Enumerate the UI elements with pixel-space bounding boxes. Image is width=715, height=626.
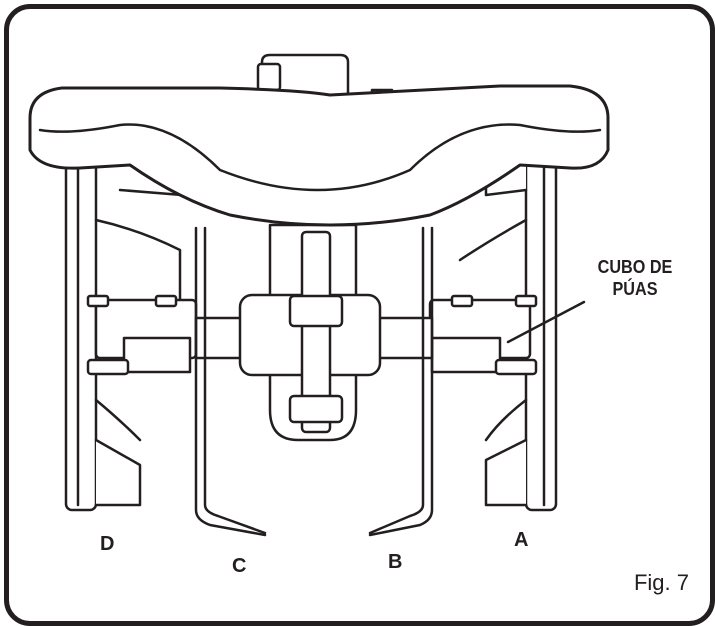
callout-line-1: CUBO DE [597, 257, 673, 277]
figure-caption: Fig. 7 [633, 570, 689, 595]
callout-line-2: PÚAS [612, 279, 658, 299]
tine-assembly-left [64, 148, 198, 512]
label-tine-c: C [232, 555, 247, 577]
inner-tines [194, 226, 434, 537]
tine-assembly-right [428, 148, 558, 512]
tine-shield [28, 84, 610, 227]
callout-leader-line [506, 300, 586, 344]
center-gearbox [238, 223, 382, 442]
label-tine-d: D [100, 533, 115, 555]
label-tine-b: B [388, 551, 403, 573]
label-tine-a: A [514, 529, 529, 551]
callout-tine-hub: CUBO DE PÚAS [581, 256, 689, 300]
